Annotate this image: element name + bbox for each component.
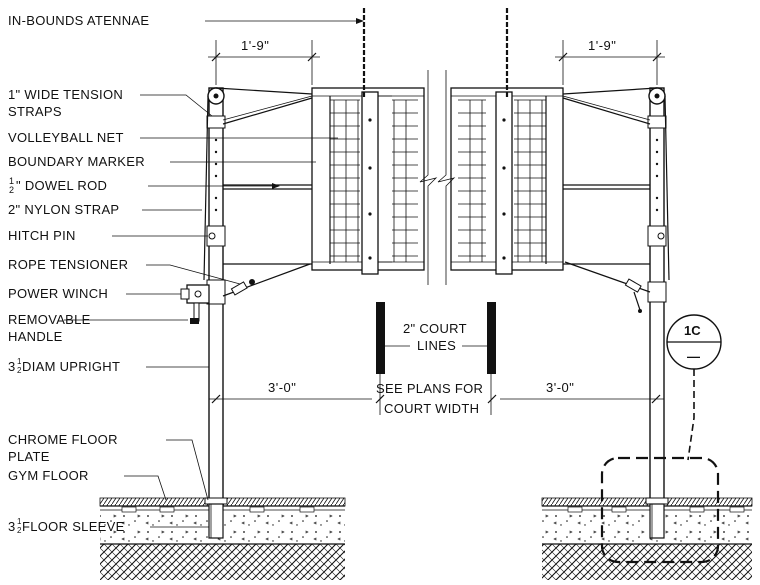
dowel-rod-left (223, 184, 312, 265)
dimension-top-right-text: 1'-9" (588, 38, 616, 53)
label-upright-frac-den: 2 (17, 366, 22, 375)
floor-section-right (541, 497, 753, 580)
tension-straps-left (215, 87, 313, 125)
label-sleeve-frac-den: 2 (17, 526, 22, 535)
label-floor-plate-1: CHROME FLOOR (8, 432, 118, 447)
left-upright (203, 87, 228, 539)
label-removable-handle-2: HANDLE (8, 329, 63, 344)
dimension-mid-left-text: 3'-0" (268, 380, 296, 395)
label-dowel-frac-num: 1 (9, 176, 14, 186)
rope-tensioner-left (222, 263, 311, 297)
volleyball-net-left (311, 87, 425, 275)
label-court-lines-2: LINES (417, 338, 456, 353)
dimension-top-left-text: 1'-9" (241, 38, 269, 53)
label-rope-tensioner: ROPE TENSIONER (8, 257, 128, 272)
label-volleyball-net: VOLLEYBALL NET (8, 130, 124, 145)
label-see-plans-1: SEE PLANS FOR (376, 381, 483, 396)
tension-straps-right (562, 87, 658, 125)
label-floor-sleeve: FLOOR SLEEVE (22, 519, 125, 534)
detail-tag-number: 1C (684, 323, 701, 338)
dimension-mid-right-text: 3'-0" (546, 380, 574, 395)
leader-lines (64, 18, 364, 528)
label-diam-upright: DIAM UPRIGHT (22, 359, 120, 374)
label-see-plans-2: COURT WIDTH (384, 401, 479, 416)
label-boundary-marker: BOUNDARY MARKER (8, 154, 145, 169)
strap-holes-left (214, 138, 218, 212)
right-upright (645, 87, 670, 539)
rope-tensioner-right (564, 261, 651, 313)
antennae (362, 8, 509, 98)
label-tension-straps-2: STRAPS (8, 104, 62, 119)
dowel-rod-right (563, 184, 650, 265)
dimension-top-right (555, 40, 665, 85)
label-upright-frac-num: 1 (17, 357, 22, 366)
break-line (419, 70, 456, 285)
dimension-mid (209, 374, 664, 415)
label-court-lines-1: 2" COURT (403, 321, 467, 336)
label-dowel-frac-den: 2 (9, 185, 14, 195)
detail-tag-sheet: — (687, 349, 700, 364)
label-dowel-rod: " DOWEL ROD (16, 178, 107, 193)
label-nylon-strap: 2" NYLON STRAP (8, 202, 119, 217)
court-lines (376, 302, 496, 374)
detail-callout-1c (600, 314, 722, 564)
volleyball-net-right (450, 87, 564, 275)
label-hitch-pin: HITCH PIN (8, 228, 76, 243)
label-sleeve-whole: 3 (8, 519, 16, 534)
label-power-winch: POWER WINCH (8, 286, 108, 301)
label-tension-straps-1: 1" WIDE TENSION (8, 87, 123, 102)
dimension-top-left (208, 40, 320, 85)
strap-holes-right (655, 138, 659, 212)
label-gym-floor: GYM FLOOR (8, 468, 89, 483)
label-floor-plate-2: PLATE (8, 449, 50, 464)
power-winch (180, 284, 210, 324)
label-upright-whole: 3 (8, 359, 16, 374)
label-antennae: IN-BOUNDS ATENNAE (8, 13, 149, 28)
label-removable-handle-1: REMOVABLE (8, 312, 91, 327)
label-sleeve-frac-num: 1 (17, 517, 22, 526)
